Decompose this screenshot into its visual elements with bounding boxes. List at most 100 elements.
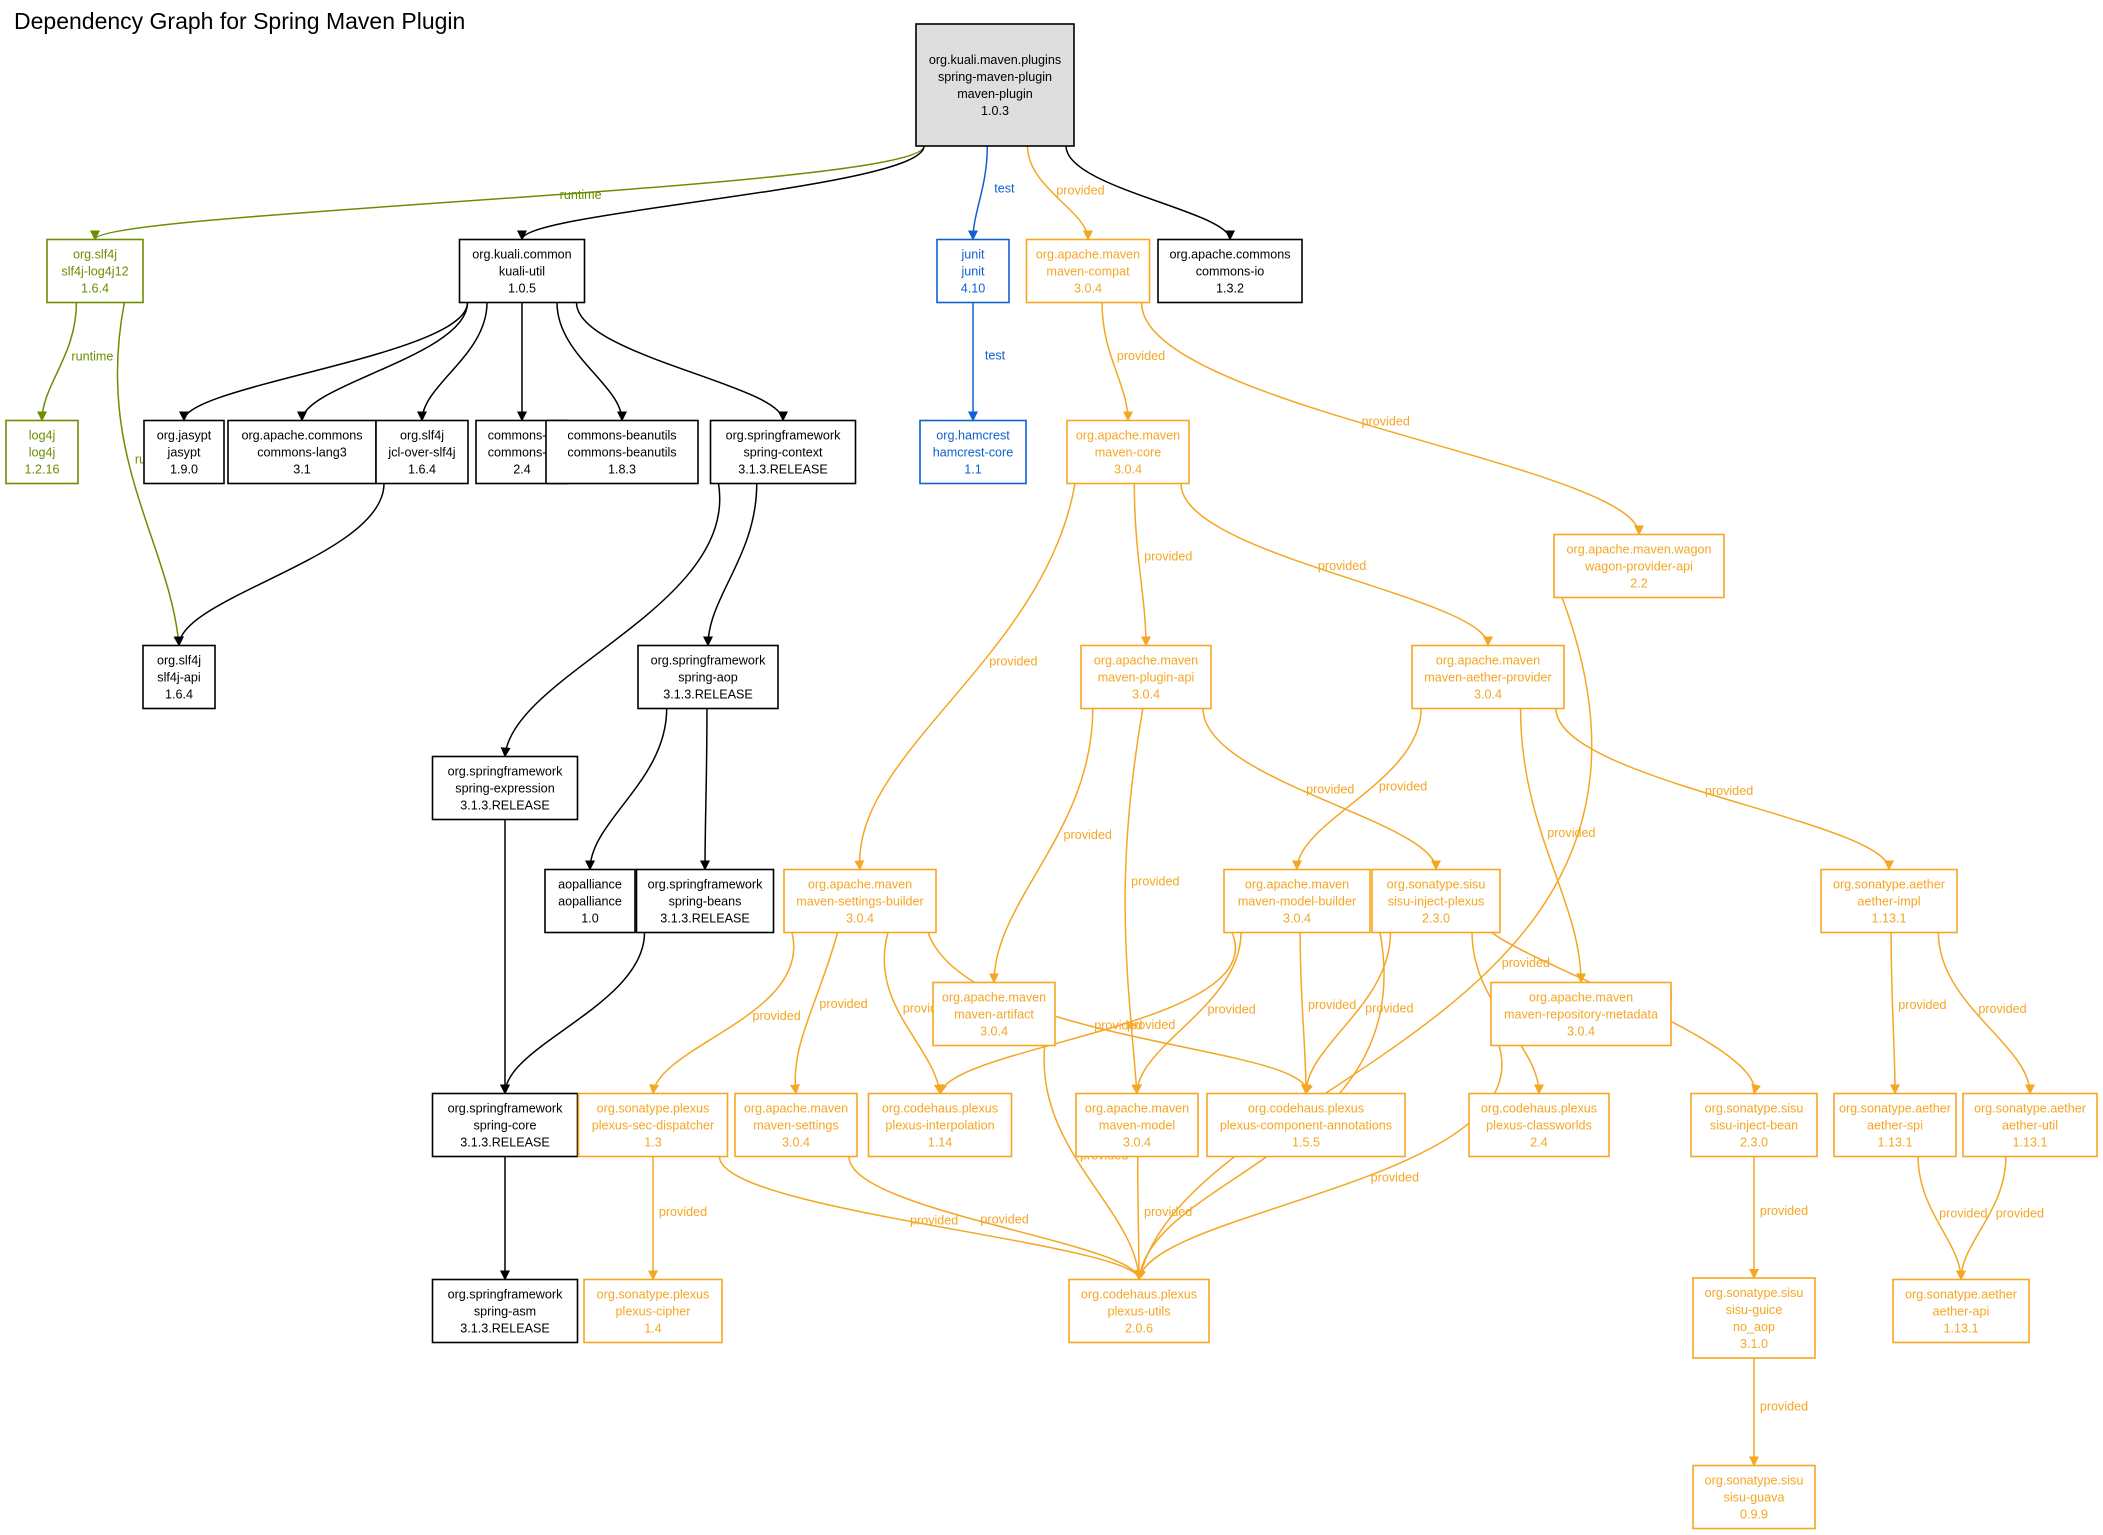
- edge-kuali-util-to-commons-beanutils: [556, 302, 627, 422]
- node-root: org.kuali.maven.pluginsspring-maven-plug…: [915, 23, 1075, 147]
- edge-label: provided: [1318, 559, 1366, 573]
- node-plexus-sec-dispatcher: org.sonatype.plexusplexus-sec-dispatcher…: [577, 1092, 729, 1158]
- node-label-line: org.springframework: [648, 878, 763, 892]
- node-box: [932, 981, 1056, 1047]
- node-label-line: 3.0.4: [1474, 688, 1502, 702]
- node-plexus-interpolation: org.codehaus.plexusplexus-interpolation1…: [867, 1092, 1013, 1158]
- edge-label: provided: [1207, 1002, 1255, 1016]
- node-box: [1157, 238, 1303, 304]
- node-label-line: 1.6.4: [165, 688, 193, 702]
- node-box: [1690, 1092, 1818, 1158]
- edge-spring-beans-to-spring-core: [500, 932, 646, 1095]
- node-label-line: commons-io: [1196, 265, 1265, 279]
- edge-root-to-kuali-util: [517, 145, 925, 241]
- edge-kuali-util-to-spring-context: [575, 302, 788, 422]
- edge-label: runtime: [560, 188, 602, 202]
- node-label-line: maven-plugin-api: [1098, 671, 1195, 685]
- node-label-line: sisu-guava: [1724, 1491, 1785, 1505]
- node-label-line: org.apache.commons: [241, 429, 362, 443]
- edge-label: provided: [1760, 1204, 1808, 1218]
- node-label-line: 1.13.1: [2012, 1136, 2047, 1150]
- node-label-line: org.apache.maven: [808, 878, 912, 892]
- edge-maven-plugin-api-to-maven-artifact: [989, 708, 1094, 984]
- node-label-line: 3.0.4: [980, 1025, 1008, 1039]
- node-box: [1553, 533, 1725, 599]
- node-spring-context: org.springframeworkspring-context3.1.3.R…: [709, 419, 857, 485]
- diagram-title: Dependency Graph for Spring Maven Plugin: [14, 8, 466, 34]
- edge-maven-settings-builder-to-maven-settings: [789, 932, 839, 1095]
- node-label-line: commons-io: [488, 446, 557, 460]
- node-box: [1820, 868, 1958, 934]
- edge-aether-spi-to-aether-api: [1917, 1156, 1966, 1281]
- edge-label: test: [994, 181, 1015, 195]
- edge-maven-plugin-api-to-maven-model: [1124, 708, 1144, 1095]
- node-label-line: 2.2: [1630, 577, 1648, 591]
- node-box: [1962, 1092, 2098, 1158]
- node-label-line: plexus-component-annotations: [1220, 1119, 1392, 1133]
- node-label-line: org.codehaus.plexus: [1248, 1102, 1364, 1116]
- node-label-line: spring-core: [474, 1119, 537, 1133]
- node-box: [919, 419, 1027, 485]
- node-label-line: org.slf4j: [73, 248, 117, 262]
- edge-maven-model-to-plexus-utils: [1133, 1156, 1144, 1281]
- edge-label: provided: [1379, 779, 1427, 793]
- node-label-line: spring-beans: [669, 895, 742, 909]
- node-label-line: 0.9.9: [1740, 1508, 1768, 1522]
- node-box: [431, 755, 579, 821]
- node-label-line: org.springframework: [448, 1288, 563, 1302]
- node-box: [431, 1278, 579, 1344]
- node-label-line: org.sonatype.aether: [1974, 1102, 2086, 1116]
- node-label-line: aether-util: [2002, 1119, 2058, 1133]
- edge-label: provided: [1306, 783, 1354, 797]
- node-label-line: kuali-util: [499, 265, 545, 279]
- node-label-line: 2.3.0: [1740, 1136, 1768, 1150]
- node-box: [1490, 981, 1672, 1047]
- node-box: [1371, 868, 1501, 934]
- edge-label: provided: [1131, 874, 1179, 888]
- edge-label: provided: [1144, 549, 1192, 563]
- node-label-line: org.codehaus.plexus: [1481, 1102, 1597, 1116]
- node-box: [635, 868, 775, 934]
- node-box: [936, 238, 1010, 304]
- node-label-line: 2.4: [1530, 1136, 1548, 1150]
- edge-maven-model-builder-to-plexus-component-annotations: [1299, 932, 1311, 1095]
- node-label-line: 1.3.2: [1216, 282, 1244, 296]
- edge-kuali-util-to-jasypt: [179, 302, 469, 422]
- edge-label: provided: [1898, 998, 1946, 1012]
- edge-label: provided: [1144, 1205, 1192, 1219]
- node-box: [1692, 1277, 1816, 1359]
- node-label-line: 3.1.3.RELEASE: [460, 1136, 550, 1150]
- node-label-line: sisu-inject-plexus: [1388, 895, 1485, 909]
- edge-aether-impl-to-aether-spi: [1889, 932, 1900, 1095]
- node-box: [142, 644, 216, 710]
- node-label-line: org.hamcrest: [936, 429, 1010, 443]
- node-box: [545, 419, 699, 485]
- node-label-line: maven-aether-provider: [1424, 671, 1551, 685]
- node-label-line: 3.0.4: [1074, 282, 1102, 296]
- edge-root-to-slf4j-log4j12: [90, 145, 925, 241]
- edge-maven-settings-builder-to-plexus-interpolation: [883, 932, 944, 1095]
- node-wagon-provider-api: org.apache.maven.wagonwagon-provider-api…: [1553, 533, 1725, 599]
- node-box: [1066, 419, 1190, 485]
- nodes-layer: org.kuali.maven.pluginsspring-maven-plug…: [5, 23, 2098, 1530]
- node-label-line: org.apache.maven.wagon: [1567, 543, 1712, 557]
- node-label-line: slf4j-log4j12: [61, 265, 128, 279]
- node-label-line: 3.1.0: [1740, 1337, 1768, 1351]
- node-label-line: org.sonatype.aether: [1833, 878, 1945, 892]
- node-box: [577, 1092, 729, 1158]
- node-label-line: aopalliance: [558, 878, 622, 892]
- node-label-line: org.springframework: [448, 765, 563, 779]
- node-label-line: 1.2.16: [24, 463, 59, 477]
